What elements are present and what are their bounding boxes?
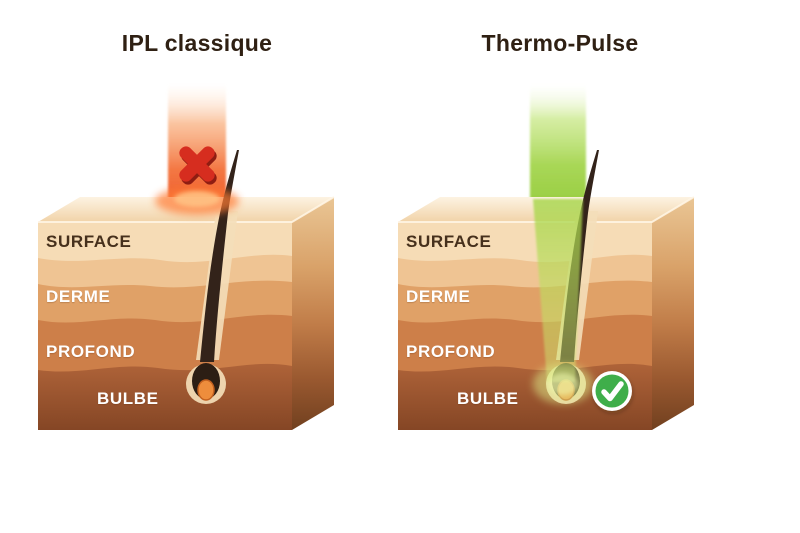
panel-thermo bbox=[397, 85, 695, 431]
orange-beam bbox=[168, 85, 226, 205]
cross-icon bbox=[179, 146, 217, 185]
layer-label-surface-left: SURFACE bbox=[46, 232, 132, 251]
panel-title-ipl: IPL classique bbox=[121, 30, 273, 56]
layer-label-derme-left: DERME bbox=[46, 287, 111, 306]
green-beam bbox=[530, 85, 586, 199]
layer-label-bulbe-right: BULBE bbox=[457, 389, 519, 408]
layer-label-profond-right: PROFOND bbox=[406, 342, 496, 361]
panel-title-thermo: Thermo-Pulse bbox=[481, 30, 639, 56]
check-icon bbox=[592, 371, 633, 414]
layer-label-bulbe-left: BULBE bbox=[97, 389, 159, 408]
layer-label-profond-left: PROFOND bbox=[46, 342, 136, 361]
layer-label-surface-right: SURFACE bbox=[406, 232, 492, 251]
layer-label-derme-right: DERME bbox=[406, 287, 471, 306]
panel-ipl bbox=[37, 85, 335, 431]
green-beam-inside-skin bbox=[533, 199, 583, 382]
